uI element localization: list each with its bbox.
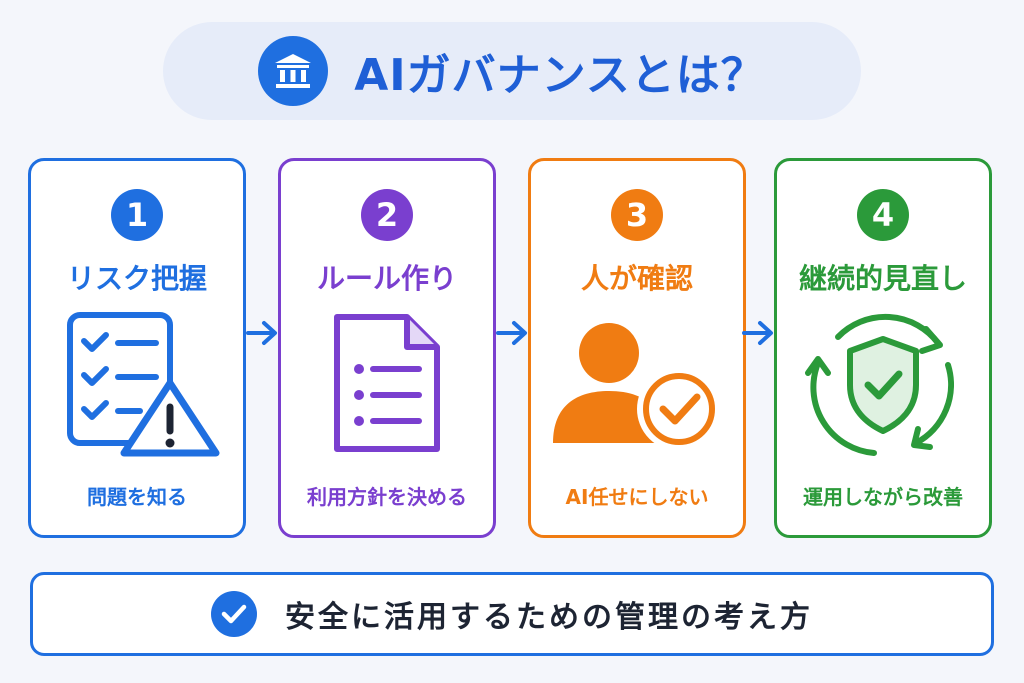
step-number-1: 1 — [111, 189, 163, 241]
step-heading-1: リスク把握 — [66, 262, 207, 295]
step-heading-2: ルール作り — [316, 262, 457, 295]
arrow-right-icon — [246, 321, 277, 345]
person-check-icon — [531, 309, 743, 459]
step-card-1: 1 リスク把握 問題を知る — [28, 158, 246, 538]
step-caption-1: 問題を知る — [87, 485, 187, 509]
page-title: AIガバナンスとは？ — [354, 50, 766, 101]
step-card-3: 3 人が確認 AI任せにしない — [528, 158, 746, 538]
step-caption-2: 利用方針を決める — [307, 485, 467, 509]
arrow-right-icon — [496, 321, 527, 345]
summary-text: 安全に活用するための管理の考え方 — [285, 600, 813, 635]
step-card-4: 4 継続的見直し 運用しながら改善 — [774, 158, 992, 538]
step-heading-4: 継続的見直し — [798, 262, 967, 295]
step-card-2: 2 ルール作り 利用方針を決める — [278, 158, 496, 538]
document-list-icon — [281, 309, 493, 459]
arrow-right-icon — [742, 321, 773, 345]
step-caption-3: AI任せにしない — [565, 485, 709, 509]
summary-box: 安全に活用するための管理の考え方 — [30, 572, 994, 656]
step-heading-3: 人が確認 — [580, 262, 693, 295]
bank-icon — [258, 36, 329, 106]
check-circle-icon — [211, 591, 257, 637]
step-number-2: 2 — [361, 189, 413, 241]
step-caption-4: 運用しながら改善 — [803, 485, 963, 509]
title-banner: AIガバナンスとは？ — [163, 22, 861, 120]
step-number-3: 3 — [611, 189, 663, 241]
step-number-4: 4 — [857, 189, 909, 241]
shield-cycle-icon — [777, 309, 989, 459]
checklist-warning-icon — [31, 309, 243, 459]
